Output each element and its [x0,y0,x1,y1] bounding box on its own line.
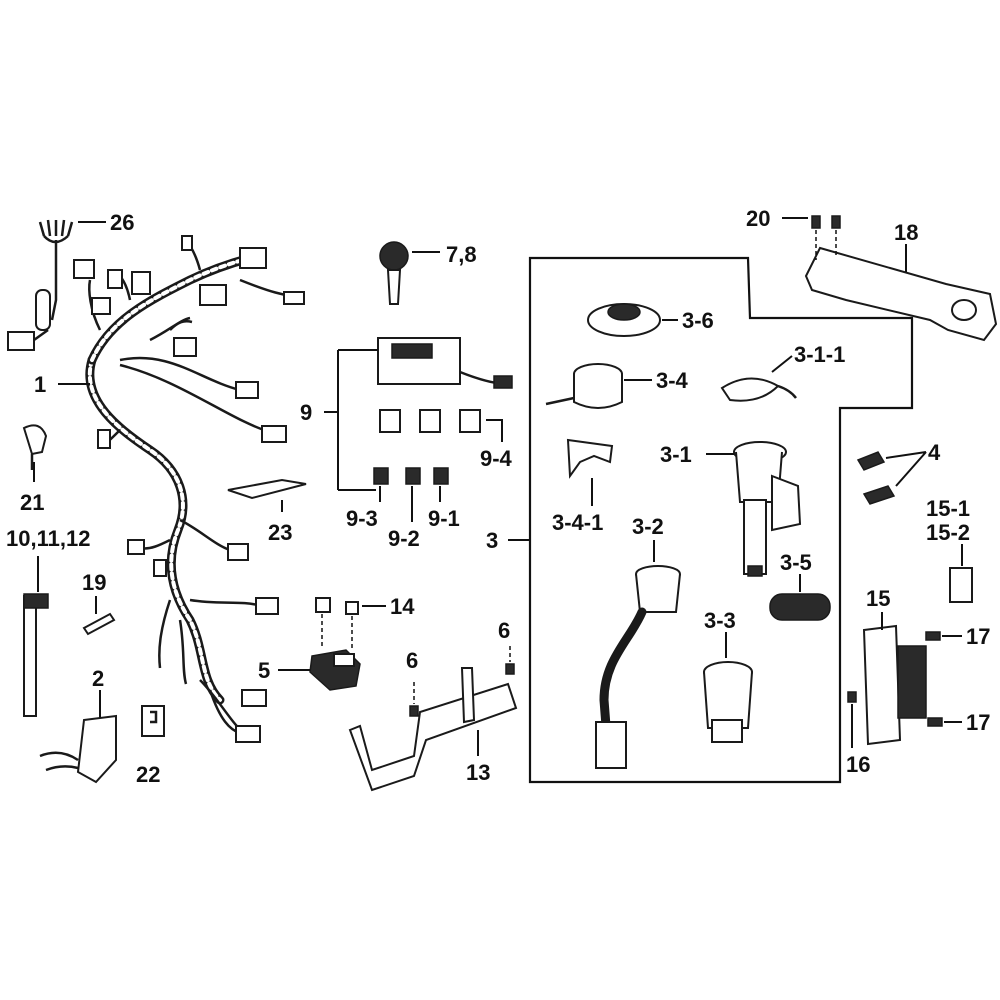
label-17a: 17 [966,624,990,649]
part-6-bolts [409,663,515,717]
part-14-bolts [315,597,359,615]
part-5-sensor [309,649,361,691]
part-3-4-lock [545,363,623,409]
label-9-2: 9-2 [388,526,420,551]
part-9-4-relays [379,409,481,433]
part-15-panel [862,624,927,746]
part-4-bolts [856,451,896,505]
leader-9-4 [486,419,503,442]
label-3-1: 3-1 [660,442,692,467]
label-9-1: 9-1 [428,506,460,531]
label-3-5: 3-5 [780,550,812,575]
part-15-2-plug [949,567,973,603]
part-20-bolts [811,215,841,229]
label-3-1-1: 3-1-1 [794,342,845,367]
label-7-8: 7,8 [446,242,477,267]
leader-9 [324,349,378,491]
part-13-bracket [348,667,518,792]
label-9: 9 [300,400,312,425]
part-3-1-1-cap [720,377,797,402]
label-18: 18 [894,220,918,245]
label-22: 22 [136,762,160,787]
label-21: 21 [20,490,44,515]
part-9-fuse-box [377,337,513,389]
label-3-4-1: 3-4-1 [552,510,603,535]
parts-9-fuses [373,467,449,485]
label-23: 23 [268,520,292,545]
group-3-frame [528,256,914,784]
label-3-4: 3-4 [656,368,689,393]
label-19: 19 [82,570,106,595]
label-9-3: 9-3 [346,506,378,531]
label-15: 15 [866,586,890,611]
part-3-6-seal [587,303,661,337]
label-14: 14 [390,594,415,619]
part-18-bracket [804,246,998,342]
part-22-connector [141,705,165,737]
label-6b: 6 [498,618,510,643]
part-16-washer [847,691,857,748]
label-6a: 6 [406,648,418,673]
part-23-pad [227,478,307,500]
part-21-clip [22,424,48,470]
label-5: 5 [258,658,270,683]
part-3-5-grip [769,593,831,621]
label-3-3: 3-3 [704,608,736,633]
part-17-screws [925,631,943,727]
part-3-3-lock [703,661,753,743]
label-16: 16 [846,752,870,777]
part-10-11-12-cable-tie [23,593,49,717]
part-19-pin [82,612,116,636]
label-17b: 17 [966,710,990,735]
label-3: 3 [486,528,498,553]
part-3-2-lock-wire [595,565,681,769]
label-1: 1 [34,372,46,397]
part-1-wiring-harness [73,235,305,743]
label-4: 4 [928,440,941,465]
leader-3-1-1 [771,355,793,373]
label-20: 20 [746,206,770,231]
label-15-1: 15-1 [926,496,970,521]
label-3-6: 3-6 [682,308,714,333]
label-2: 2 [92,666,104,691]
label-3-2: 3-2 [632,514,664,539]
part-3-4-1-clip [566,438,614,479]
leader-4 [885,451,927,487]
label-26: 26 [110,210,134,235]
label-9-4: 9-4 [480,446,513,471]
part-7-8-key [379,241,409,305]
label-13: 13 [466,760,490,785]
part-26-wire-fan [7,219,74,351]
label-15-2: 15-2 [926,520,970,545]
part-2-bracket [39,714,117,784]
label-10-11-12: 10,11,12 [6,526,90,551]
part-3-1-ignition [733,441,802,577]
